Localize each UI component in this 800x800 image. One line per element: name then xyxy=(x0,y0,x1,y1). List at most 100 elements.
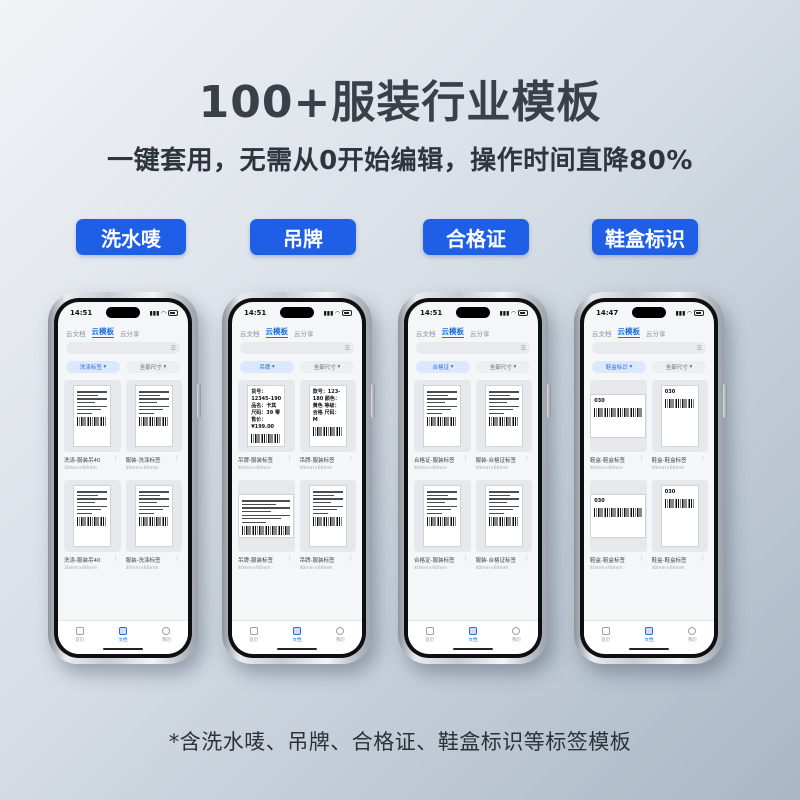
search-bar[interactable]: ☰ xyxy=(66,342,180,354)
tab-cloud-docs[interactable]: 云文档 xyxy=(66,330,86,338)
template-size: 40mm×60mm xyxy=(414,466,447,471)
size-filter[interactable]: 全部尺寸 ▾ xyxy=(126,361,180,373)
more-icon[interactable]: ⋮ xyxy=(700,555,706,562)
category-filter[interactable]: 洗涤标签 ▾ xyxy=(66,361,120,373)
size-filter[interactable]: 全部尺寸 ▾ xyxy=(652,361,706,373)
tab-cloud-share[interactable]: 云分享 xyxy=(646,330,666,338)
tab-profile[interactable]: 我的 xyxy=(162,627,171,643)
size-filter[interactable]: 全部尺寸 ▾ xyxy=(476,361,530,373)
template-card[interactable]: 030 鞋盒-鞋盒标签 40mm×60mm ⋮ xyxy=(590,380,647,474)
tab-profile[interactable]: 我的 xyxy=(512,627,521,643)
category-filter[interactable]: 吊牌 ▾ xyxy=(240,361,294,373)
tab-cloud-share[interactable]: 云分享 xyxy=(294,330,314,338)
user-icon xyxy=(162,627,171,635)
phone-bezel: 14:51 ▮▮▮◠ 云文档 云模板 云分享 ☰ 吊牌 ▾ 全部尺寸 ▾ 货号 xyxy=(228,298,366,658)
wifi-icon: ◠ xyxy=(161,309,166,317)
more-icon[interactable]: ⋮ xyxy=(638,455,645,462)
tab-cloud-docs[interactable]: 云文档 xyxy=(416,330,436,338)
label-preview: 030 xyxy=(660,485,699,547)
more-icon[interactable]: ⋮ xyxy=(348,455,354,462)
template-grid: 030 鞋盒-鞋盒标签 40mm×60mm ⋮ 030 鞋盒-鞋盒标签 40mm… xyxy=(584,373,714,574)
scan-icon[interactable]: ☰ xyxy=(696,344,702,352)
more-icon[interactable]: ⋮ xyxy=(700,455,706,462)
tab-cloud-templates[interactable]: 云模板 xyxy=(265,327,288,338)
tab-documents[interactable]: 文档 xyxy=(292,627,301,643)
signal-icon: ▮▮▮ xyxy=(149,309,160,317)
tab-cloud-docs[interactable]: 云文档 xyxy=(240,330,260,338)
label-preview xyxy=(484,485,523,547)
tab-home[interactable]: 首页 xyxy=(75,627,84,643)
template-name: 吊牌-服装标签 xyxy=(299,458,335,464)
user-icon xyxy=(336,627,345,635)
tab-home[interactable]: 首页 xyxy=(601,627,610,643)
template-card[interactable]: 洗涤-服装吊40 30mm×60mm ⋮ xyxy=(64,480,121,574)
template-size: 40mm×60mm xyxy=(238,566,271,571)
more-icon[interactable]: ⋮ xyxy=(112,455,119,462)
tag-wash-label: 洗水唛 xyxy=(76,219,186,255)
template-name: 服装-合格证标签 xyxy=(475,558,517,564)
more-icon[interactable]: ⋮ xyxy=(112,555,119,562)
template-name: 服装-洗涤标签 xyxy=(125,458,161,464)
tab-cloud-templates[interactable]: 云模板 xyxy=(617,327,640,338)
chevron-down-icon: ▾ xyxy=(513,364,517,370)
more-icon[interactable]: ⋮ xyxy=(348,555,354,562)
more-icon[interactable]: ⋮ xyxy=(638,555,645,562)
tab-cloud-docs[interactable]: 云文档 xyxy=(592,330,612,338)
tab-cloud-share[interactable]: 云分享 xyxy=(470,330,490,338)
template-card[interactable]: 吊牌-服装标签 40mm×60mm ⋮ xyxy=(299,480,356,574)
template-card[interactable]: 洗涤-服装吊40 30mm×60mm ⋮ xyxy=(64,380,121,474)
more-icon[interactable]: ⋮ xyxy=(524,555,530,562)
category-filter[interactable]: 鞋盒标识 ▾ xyxy=(592,361,646,373)
search-bar[interactable]: ☰ xyxy=(592,342,706,354)
template-card[interactable]: 服装-合格证标签 40mm×60mm ⋮ xyxy=(475,480,532,574)
more-icon[interactable]: ⋮ xyxy=(286,455,293,462)
template-card[interactable]: 服装-洗涤标签 30mm×60mm ⋮ xyxy=(125,480,182,574)
phone-screen: 14:51 ▮▮▮◠ 云文档 云模板 云分享 ☰ 洗涤标签 ▾ 全部尺寸 ▾ xyxy=(58,302,188,654)
more-icon[interactable]: ⋮ xyxy=(524,455,530,462)
tab-profile[interactable]: 我的 xyxy=(688,627,697,643)
template-card[interactable]: 款号：123-180 颜色：黄色 等级：合格 尺码：M 吊牌-服装标签 40mm… xyxy=(299,380,356,474)
label-preview: 货号：12345-190 品名：卡其 尺码：39 零售价：¥199.00 xyxy=(247,385,286,447)
tab-cloud-templates[interactable]: 云模板 xyxy=(91,327,114,338)
dynamic-island xyxy=(280,307,314,318)
tab-cloud-share[interactable]: 云分享 xyxy=(120,330,140,338)
template-name: 服装-合格证标签 xyxy=(475,458,517,464)
tab-home[interactable]: 首页 xyxy=(425,627,434,643)
tab-cloud-templates[interactable]: 云模板 xyxy=(441,327,464,338)
more-icon[interactable]: ⋮ xyxy=(174,455,180,462)
template-size: 40mm×60mm xyxy=(299,566,333,571)
search-bar[interactable]: ☰ xyxy=(416,342,530,354)
more-icon[interactable]: ⋮ xyxy=(462,455,469,462)
scan-icon[interactable]: ☰ xyxy=(344,344,350,352)
template-card[interactable]: 030 鞋盒-鞋盒标签 40mm×60mm ⋮ xyxy=(651,480,708,574)
tab-home[interactable]: 首页 xyxy=(249,627,258,643)
document-icon xyxy=(468,627,477,635)
template-card[interactable]: 030 鞋盒-鞋盒标签 40mm×60mm ⋮ xyxy=(590,480,647,574)
phone-bezel: 14:47 ▮▮▮◠ 云文档 云模板 云分享 ☰ 鞋盒标识 ▾ 全部尺寸 ▾ xyxy=(580,298,718,658)
tab-documents[interactable]: 文档 xyxy=(644,627,653,643)
template-card[interactable]: 货号：12345-190 品名：卡其 尺码：39 零售价：¥199.00 吊牌-… xyxy=(238,380,295,474)
template-card[interactable]: 030 鞋盒-鞋盒标签 40mm×60mm ⋮ xyxy=(651,380,708,474)
size-filter[interactable]: 全部尺寸 ▾ xyxy=(300,361,354,373)
template-card[interactable]: 合格证-服装标签 40mm×60mm ⋮ xyxy=(414,380,471,474)
template-size: 40mm×60mm xyxy=(475,466,509,471)
home-icon xyxy=(425,627,434,635)
template-name: 洗涤-服装吊40 xyxy=(64,458,101,464)
template-card[interactable]: 合格证-服装标签 40mm×60mm ⋮ xyxy=(414,480,471,574)
template-card[interactable]: 服装-合格证标签 40mm×60mm ⋮ xyxy=(475,380,532,474)
more-icon[interactable]: ⋮ xyxy=(462,555,469,562)
phone-screen: 14:51 ▮▮▮◠ 云文档 云模板 云分享 ☰ 合格证 ▾ 全部尺寸 ▾ xyxy=(408,302,538,654)
category-filter[interactable]: 合格证 ▾ xyxy=(416,361,470,373)
search-bar[interactable]: ☰ xyxy=(240,342,354,354)
dynamic-island xyxy=(632,307,666,318)
tab-documents[interactable]: 文档 xyxy=(118,627,127,643)
more-icon[interactable]: ⋮ xyxy=(174,555,180,562)
more-icon[interactable]: ⋮ xyxy=(286,555,293,562)
scan-icon[interactable]: ☰ xyxy=(170,344,176,352)
template-card[interactable]: 吊牌-服装标签 40mm×60mm ⋮ xyxy=(238,480,295,574)
template-card[interactable]: 服装-洗涤标签 30mm×60mm ⋮ xyxy=(125,380,182,474)
scan-icon[interactable]: ☰ xyxy=(520,344,526,352)
tab-profile[interactable]: 我的 xyxy=(336,627,345,643)
tab-documents[interactable]: 文档 xyxy=(468,627,477,643)
label-preview-text: 030 xyxy=(664,389,676,395)
